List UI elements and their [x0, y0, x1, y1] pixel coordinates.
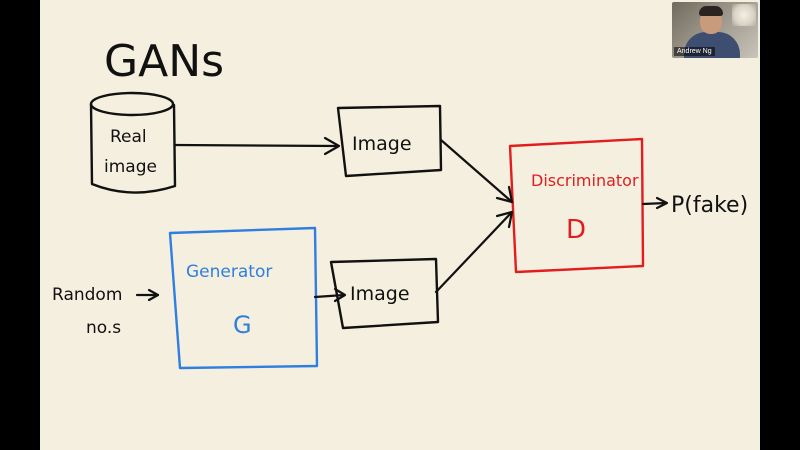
real-image-label-line1: Real	[110, 127, 147, 147]
title-text: GANs	[104, 36, 224, 87]
arrow-image-to-discriminator-top	[441, 140, 512, 202]
discriminator-label: Discriminator	[531, 171, 639, 190]
discriminator-symbol: D	[566, 215, 586, 245]
arrow-generator-to-image	[315, 289, 345, 301]
lamp-shape	[732, 4, 756, 26]
generator-box	[170, 228, 317, 368]
bottom-image-label: Image	[350, 283, 410, 305]
generator-symbol: G	[233, 311, 252, 339]
top-image-label: Image	[352, 133, 412, 155]
cylinder-top	[91, 93, 173, 115]
random-input-label-line2: no.s	[86, 318, 121, 338]
participant-hair	[699, 6, 723, 16]
random-input-label-line1: Random	[52, 285, 122, 305]
real-image-label-line2: image	[104, 157, 157, 177]
output-label: P(fake)	[671, 193, 748, 218]
arrow-random-to-generator	[137, 290, 158, 300]
discriminator-box	[510, 139, 643, 272]
participant-name-label: Andrew Ng	[674, 47, 715, 56]
generator-label: Generator	[186, 262, 272, 282]
arrow-image-to-discriminator-bottom	[436, 212, 512, 292]
cylinder-body	[91, 104, 175, 193]
arrow-real-to-image	[175, 138, 339, 154]
arrow-discriminator-to-output	[643, 198, 667, 208]
participant-video-thumbnail[interactable]: Andrew Ng	[672, 2, 758, 58]
